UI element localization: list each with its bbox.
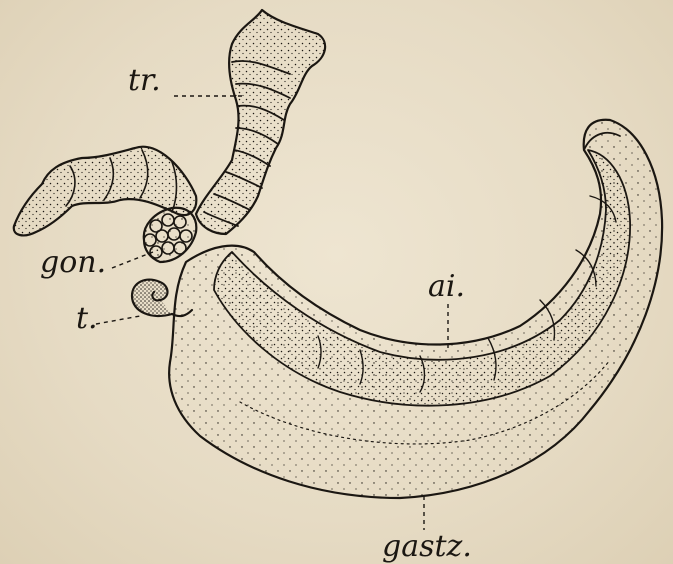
trachea-tube bbox=[196, 10, 325, 234]
label-t: t. bbox=[76, 304, 98, 334]
label-tr: tr. bbox=[128, 66, 161, 96]
label-gastz: gastz. bbox=[382, 532, 472, 562]
t-leader-line bbox=[96, 316, 140, 324]
gonad-cluster bbox=[144, 208, 197, 262]
label-ai: ai. bbox=[428, 272, 465, 302]
label-gon: gon. bbox=[40, 248, 106, 278]
gon-leader-line bbox=[112, 250, 158, 268]
